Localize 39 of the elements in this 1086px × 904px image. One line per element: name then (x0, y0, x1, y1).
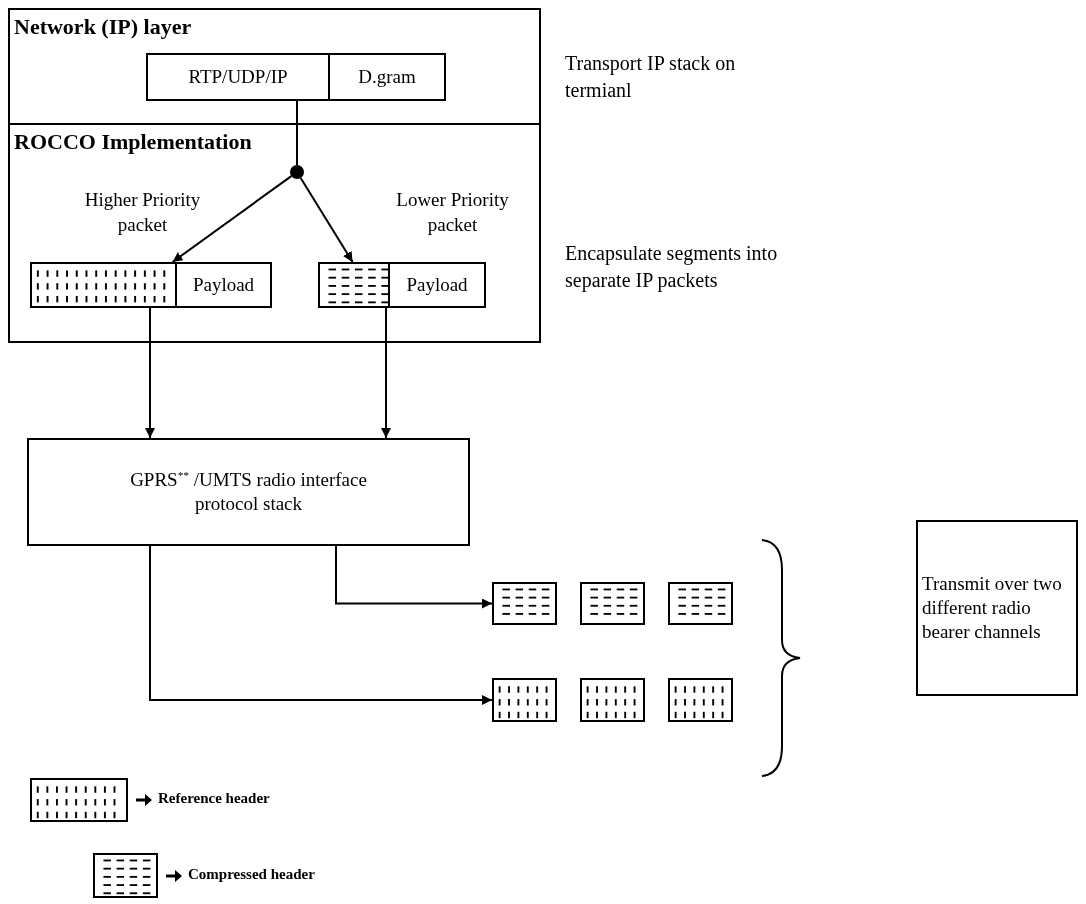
box-label: Payload (192, 273, 255, 297)
box-label: Payload (406, 273, 468, 297)
protocol-box (146, 53, 330, 101)
junction-dot (290, 165, 304, 179)
box-label: RTP/UDP/IP (188, 65, 288, 89)
packet-caption: Lower Priority packet (395, 188, 510, 237)
note-text: Encapsulate segments into separate IP packets (565, 241, 779, 294)
reference-header-block (580, 678, 645, 722)
layer-panel (8, 8, 541, 125)
compressed-header-block (580, 582, 645, 625)
legend-text: Reference header (158, 790, 270, 807)
arrow (149, 545, 493, 705)
panel-heading: Network (IP) layer (14, 14, 192, 40)
arrow (145, 307, 155, 439)
arrow (299, 176, 354, 263)
note-text: Transport IP stack on termianl (565, 51, 737, 103)
protocol-stack-box (27, 438, 470, 546)
box-label: D.gram (358, 65, 416, 89)
legend-text: Compressed header (188, 866, 315, 883)
compressed-header-block (668, 582, 733, 625)
reference-header-block (668, 678, 733, 722)
reference-header-block (30, 778, 128, 822)
note-box (916, 520, 1078, 696)
compressed-header-block (93, 853, 158, 898)
payload-box (175, 262, 272, 308)
arrow (171, 175, 293, 263)
packet-caption: Higher Priority packet (83, 188, 202, 237)
layer-panel (8, 123, 541, 343)
compressed-header-block (318, 262, 390, 308)
payload-box (388, 262, 486, 308)
reference-header-block (492, 678, 557, 722)
datagram-box (328, 53, 446, 101)
compressed-header-block (492, 582, 557, 625)
panel-heading: ROCCO Implementation (14, 129, 252, 155)
arrow (381, 307, 391, 439)
arrow (335, 545, 493, 609)
box-label: GPRS$^{**}$ /UMTS radio interface protocol stack (129, 468, 368, 516)
box-label: Transmit over two different radio bearer channels (922, 572, 1063, 644)
reference-header-block (30, 262, 177, 308)
